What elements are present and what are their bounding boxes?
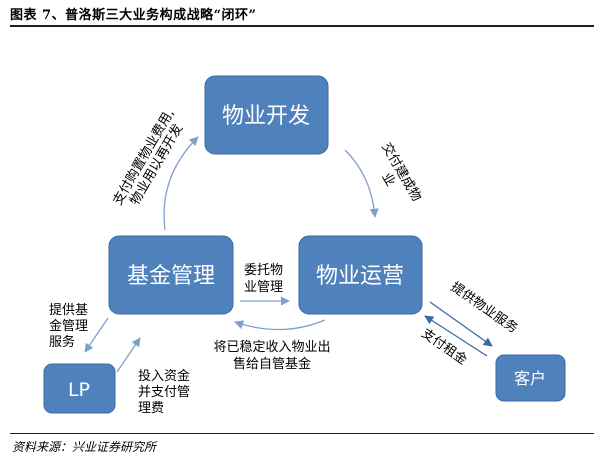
- label-fund-to-development: 支付购置物业费用, 物业用以再开发: [110, 106, 187, 208]
- node-fund-management-label: 基金管理: [127, 264, 215, 289]
- svg-text:委托物: 委托物: [244, 263, 283, 278]
- svg-text:投入资金: 投入资金: [138, 368, 190, 384]
- svg-text:售给自管基金: 售给自管基金: [233, 356, 311, 372]
- node-lp-label: LP: [68, 379, 90, 401]
- arrow-operations-to-customer: [429, 301, 493, 347]
- source-note: 资料来源：兴业证券研究所: [12, 440, 157, 454]
- label-operations-to-fund: 将已稳定收入物业出 售给自管基金: [213, 339, 330, 372]
- node-property-development: 物业开发: [204, 75, 329, 155]
- arrow-fund-to-lp: [84, 317, 109, 353]
- label-fund-to-lp: 提供基 金管理 服务: [49, 302, 88, 350]
- label-customer-to-operations: 支付租金: [418, 325, 470, 368]
- svg-text:业管理: 业管理: [244, 280, 283, 295]
- label-operations-to-customer: 提供物业服务: [448, 279, 521, 337]
- label-lp-to-fund: 投入资金 并支付管 理费: [138, 368, 190, 416]
- svg-text:业: 业: [378, 170, 397, 189]
- svg-text:服务: 服务: [49, 334, 75, 350]
- label-development-to-operations: 交付建成物 业: [378, 140, 424, 204]
- arrow-lp-to-fund: [116, 337, 141, 373]
- node-customer-label: 客户: [514, 369, 546, 388]
- arrow-operations-to-fund: [234, 319, 326, 331]
- node-property-operations-label: 物业运营: [316, 264, 404, 289]
- svg-text:金管理: 金管理: [49, 318, 88, 334]
- title-rule: [10, 25, 594, 27]
- svg-text:提供基: 提供基: [49, 302, 88, 318]
- svg-text:将已稳定收入物业出: 将已稳定收入物业出: [213, 339, 330, 355]
- arrow-development-to-operations: [344, 149, 379, 218]
- svg-text:理费: 理费: [138, 401, 164, 416]
- svg-text:并支付管: 并支付管: [138, 385, 190, 400]
- node-lp: LP: [43, 363, 116, 414]
- source-rule: [10, 433, 594, 434]
- node-customer: 客户: [495, 354, 566, 402]
- arrow-fund-to-development: [163, 136, 199, 231]
- node-fund-management: 基金管理: [108, 235, 234, 315]
- svg-text:交付建成物: 交付建成物: [378, 140, 424, 204]
- node-property-operations: 物业运营: [298, 235, 423, 315]
- label-fund-to-operations: 委托物 业管理: [244, 263, 283, 295]
- figure-title: 图表 7、普洛斯三大业务构成战略“闭环”: [10, 8, 257, 23]
- arrow-customer-to-operations: [424, 315, 488, 357]
- node-property-development-label: 物业开发: [222, 104, 310, 129]
